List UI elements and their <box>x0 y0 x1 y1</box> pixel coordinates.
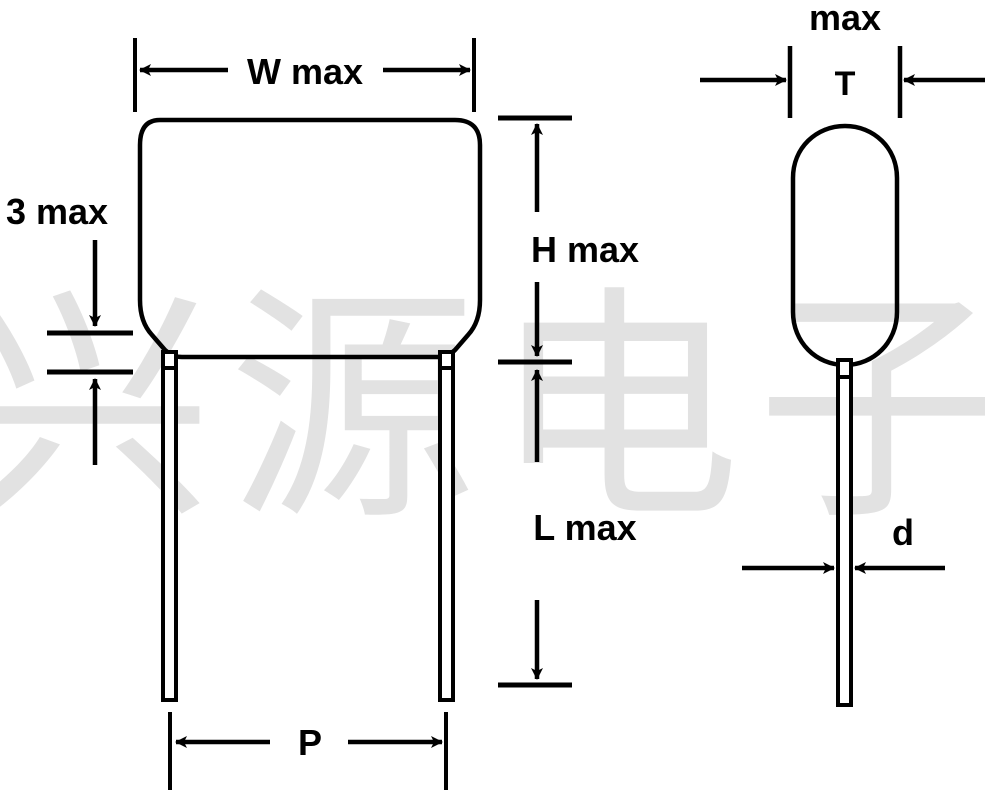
front-view-leads <box>161 350 455 702</box>
side-lead <box>836 358 853 707</box>
d-label: d <box>892 512 914 553</box>
t-label: T <box>835 65 856 103</box>
dimension-w-max: W max <box>133 38 476 112</box>
t-max-label: max <box>809 0 881 38</box>
dimension-t-max: max T <box>700 0 985 118</box>
lead-right <box>438 350 455 702</box>
lead-left <box>161 350 178 702</box>
side-view-body <box>790 123 900 707</box>
front-view-body <box>137 117 483 360</box>
three-max-label: 3 max <box>6 191 108 232</box>
dimension-l-max: L max <box>498 369 637 688</box>
side-body-outline <box>790 123 900 368</box>
dimension-p: P <box>168 712 448 790</box>
dimension-d: d <box>742 512 945 574</box>
p-label: P <box>298 722 322 763</box>
dimension-h-max: H max <box>498 115 639 365</box>
w-max-label: W max <box>247 51 363 92</box>
l-max-label: L max <box>533 507 636 548</box>
capacitor-body-outline <box>137 117 483 360</box>
dimension-3-max: 3 max <box>6 191 133 465</box>
h-max-label: H max <box>531 229 639 270</box>
